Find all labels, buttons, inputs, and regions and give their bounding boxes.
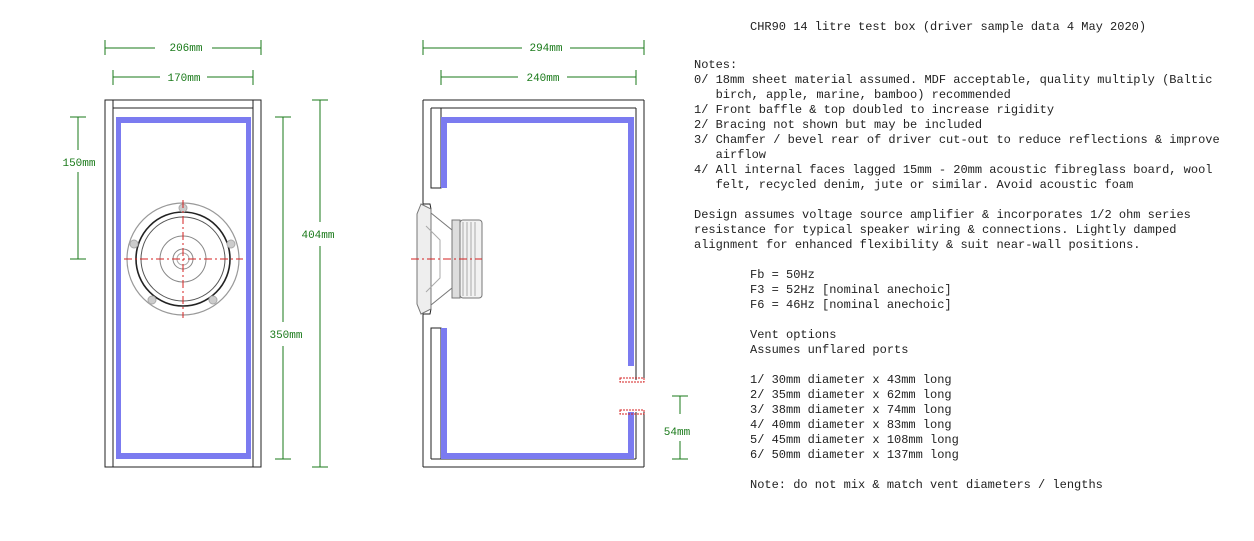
side-lagging-top [441,117,634,123]
side-depth-dimension: 294mm [422,40,645,55]
side-lagging-front-upper [441,117,447,188]
notes-line: 1/ Front baffle & top doubled to increas… [694,103,1054,117]
design-line: alignment for enhanced flexibility & sui… [694,238,1140,252]
vent-option: 6/ 50mm diameter x 137mm long [750,448,959,462]
vent-height-dimension: 54mm [664,395,691,460]
inner-height-dimension: 350mm [269,116,303,460]
notes-line: 2/ Bracing not shown but may be included [694,118,982,132]
notes-line: 0/ 18mm sheet material assumed. MDF acce… [694,73,1212,87]
vent-option: 5/ 45mm diameter x 108mm long [750,433,959,447]
vent-tube-upper [619,377,645,383]
front-baffle-upper [430,108,442,189]
outer-height-dimension: 404mm [301,99,335,468]
drawing-title: CHR90 14 litre test box (driver sample d… [750,20,1146,34]
mount-hole-icon [147,295,157,305]
design-line: Design assumes voltage source amplifier … [694,208,1191,222]
side-view: 294mm 240mm 54mm [411,40,691,468]
vent-tube-lower [619,409,645,415]
side-lagging-bottom [441,453,634,459]
driver-side-profile [411,203,483,315]
notes-heading: Notes: [694,58,737,72]
tuning-line: F6 = 46Hz [nominal anechoic] [750,298,952,312]
front-baffle-lower [430,327,442,459]
notes-line: birch, apple, marine, bamboo) recommende… [694,88,1011,102]
notes-line: felt, recycled denim, jute or similar. A… [694,178,1133,192]
inner-height-label: 350mm [269,330,302,342]
driver-position-dimension: 150mm [62,116,96,260]
side-inner-depth-label: 240mm [526,73,559,85]
side-outer-depth-label: 294mm [529,43,562,55]
driver-front [124,200,243,318]
vent-option: 2/ 35mm diameter x 62mm long [750,388,952,402]
front-inner-width-dimension: 170mm [112,70,254,85]
front-view: 206mm 170mm 150mm 404mm [62,40,335,468]
mount-hole-icon [208,295,218,305]
tuning-line: F3 = 52Hz [nominal anechoic] [750,283,952,297]
front-width-dimension: 206mm [104,40,262,55]
vent-option: 4/ 40mm diameter x 83mm long [750,418,952,432]
vent-footer-note: Note: do not mix & match vent diameters … [750,478,1103,492]
design-line: resistance for typical speaker wiring & … [694,223,1176,237]
vent-option: 3/ 38mm diameter x 74mm long [750,403,952,417]
notes-line: 3/ Chamfer / bevel rear of driver cut-ou… [694,133,1220,147]
side-lagging-rear-upper [628,117,634,366]
outer-height-label: 404mm [301,230,334,242]
notes-line: airflow [694,148,767,162]
notes-panel: CHR90 14 litre test box (driver sample d… [694,20,1220,492]
driver-position-label: 150mm [62,158,95,170]
tuning-line: Fb = 50Hz [750,268,815,282]
vent-option: 1/ 30mm diameter x 43mm long [750,373,952,387]
notes-line: 4/ All internal faces lagged 15mm - 20mm… [694,163,1212,177]
front-outer-width-label: 206mm [169,43,202,55]
vent-options-subheading: Assumes unflared ports [750,343,908,357]
mount-hole-icon [226,239,236,249]
side-lagging-front-lower [441,328,447,459]
mount-hole-icon [129,239,139,249]
vent-height-label: 54mm [664,427,691,439]
side-lagging-rear-lower [628,412,634,459]
front-inner-width-label: 170mm [167,73,200,85]
side-inner-depth-dimension: 240mm [440,70,637,85]
vent-options-heading: Vent options [750,328,836,342]
